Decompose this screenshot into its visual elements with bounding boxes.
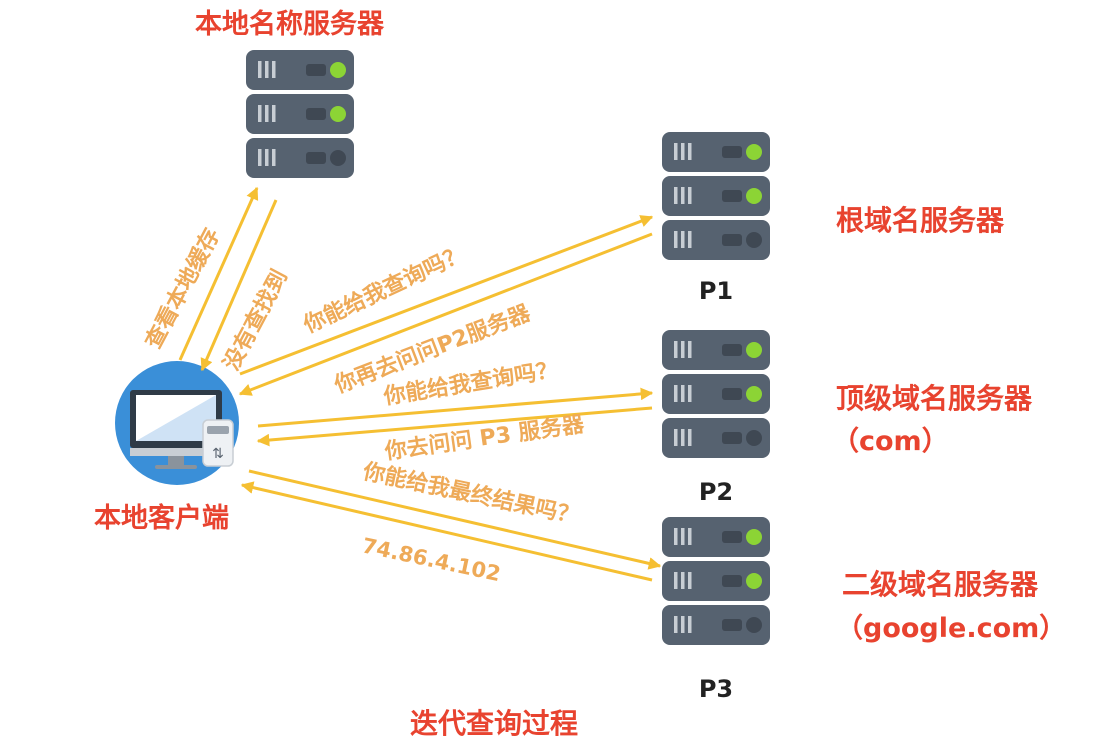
tld-server-domain: （com） xyxy=(832,426,949,457)
local-name-server: 本地名称服务器 xyxy=(195,8,385,178)
local-name-server-label: 本地名称服务器 xyxy=(195,8,385,40)
message-arrows xyxy=(178,186,662,582)
arrow-ask-p1 xyxy=(239,215,654,376)
second-level-name-server: P3 二级域名服务器 （google.com） xyxy=(662,517,1066,703)
server-id-p2: P2 xyxy=(699,478,733,506)
root-name-server: P1 根域名服务器 xyxy=(662,132,1005,305)
diagram-caption: 迭代查询过程 xyxy=(410,707,578,740)
second-level-server-label: 二级域名服务器 xyxy=(842,568,1039,601)
arrow-reply-p1 xyxy=(238,232,653,396)
server-id-p1: P1 xyxy=(699,277,733,305)
server-id-p3: P3 xyxy=(699,675,733,703)
root-server-label: 根域名服务器 xyxy=(836,204,1005,237)
msg-ask-p1: 你能给我查询吗？ xyxy=(299,240,470,338)
server-rack-icon xyxy=(662,330,770,458)
arrow-check-cache xyxy=(178,186,259,361)
arrow-ask-p3 xyxy=(248,469,662,570)
tld-name-server: P2 顶级域名服务器 （com） xyxy=(662,330,1033,506)
msg-reply-p2: 你去问问 P3 服务器 xyxy=(382,412,586,465)
arrow-ask-p2 xyxy=(257,387,654,428)
server-rack-icon xyxy=(662,132,770,260)
tld-server-label: 顶级域名服务器 xyxy=(836,382,1033,415)
local-client-label: 本地客户端 xyxy=(94,502,229,534)
arrow-reply-p3 xyxy=(240,481,653,582)
server-rack-icon xyxy=(246,50,354,178)
second-level-server-domain: （google.com） xyxy=(836,613,1066,644)
local-client: ⇅ 本地客户端 xyxy=(94,361,239,534)
server-rack-icon xyxy=(662,517,770,645)
arrow-reply-p2 xyxy=(256,406,653,447)
computer-icon: ⇅ xyxy=(115,361,239,485)
svg-text:⇅: ⇅ xyxy=(212,446,224,462)
arrow-not-found xyxy=(200,199,278,372)
